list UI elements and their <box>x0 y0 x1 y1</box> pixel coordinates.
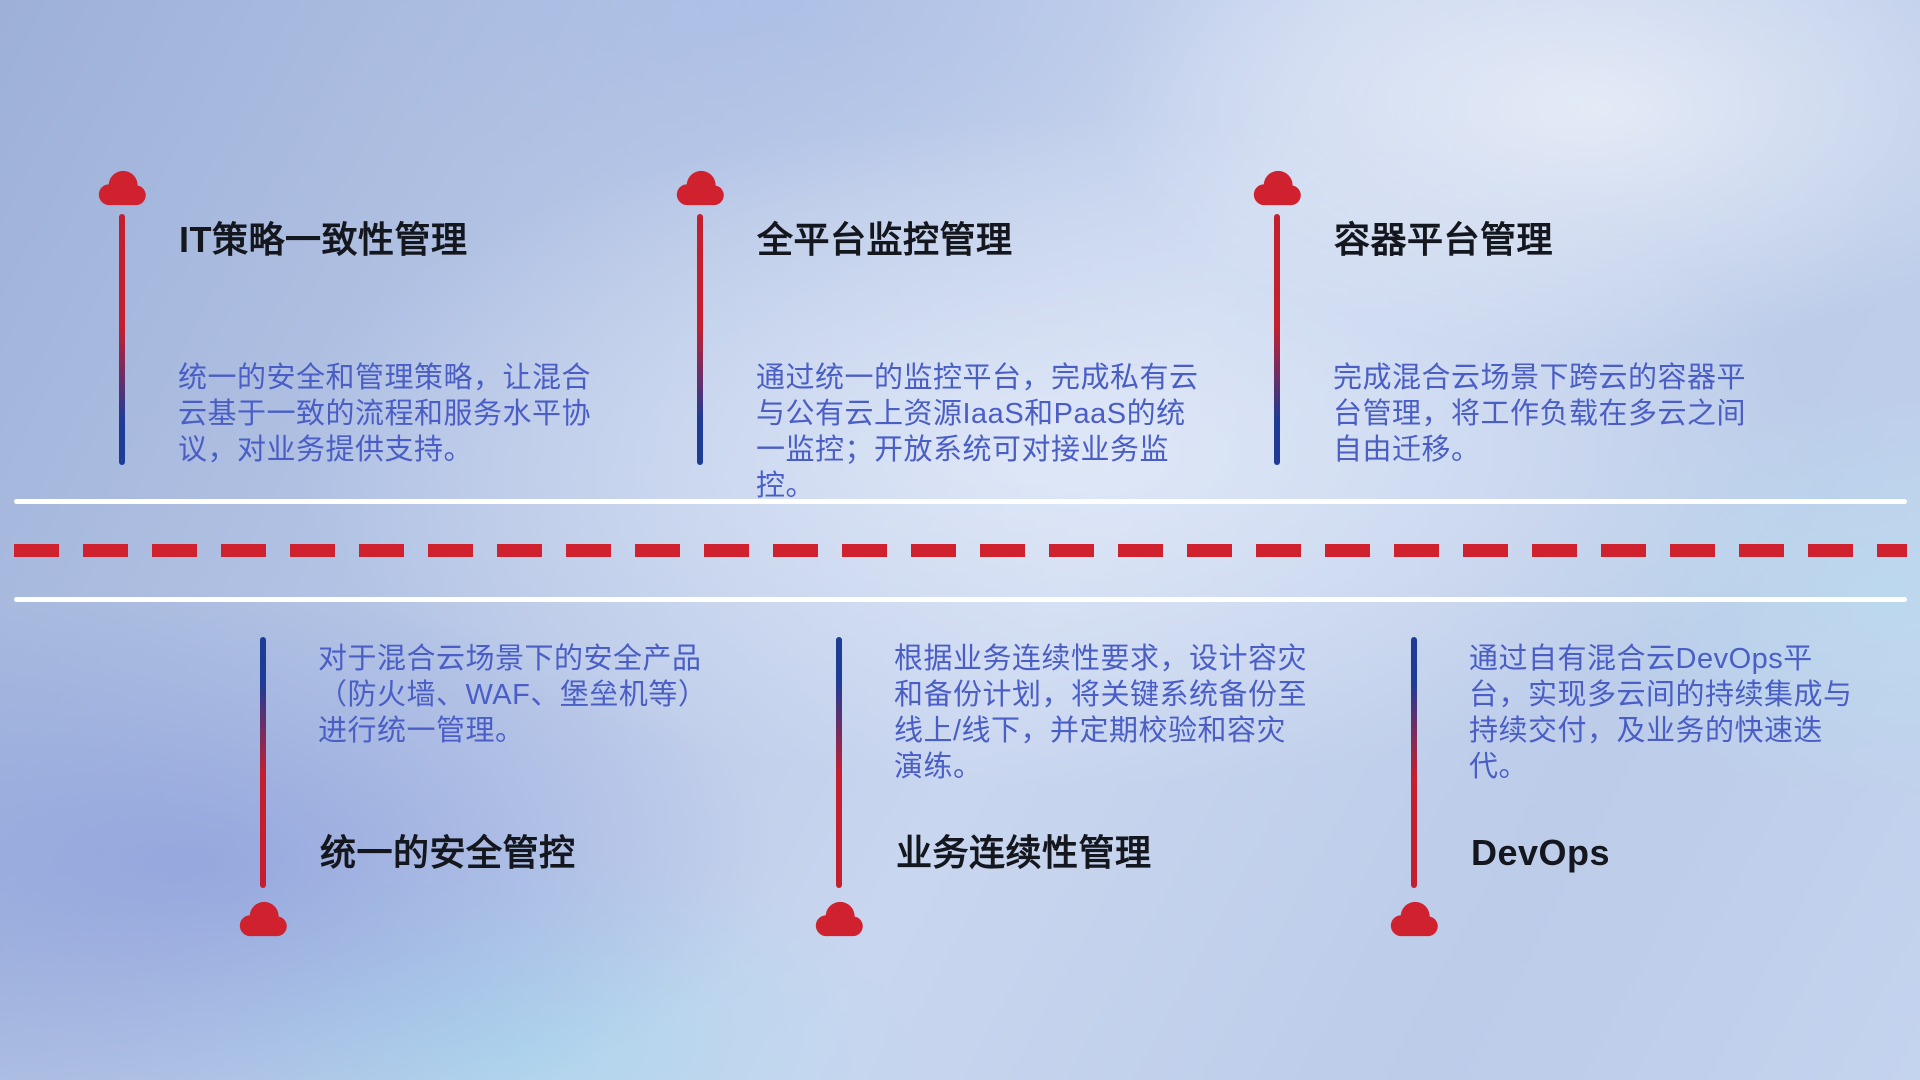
feature-title: DevOps <box>1471 832 1611 873</box>
feature-title: IT策略一致性管理 <box>179 219 468 260</box>
feature-description: 统一的安全和管理策略，让混合云基于一致的流程和服务水平协议，对业务提供支持。 <box>178 362 592 466</box>
cloud-icon <box>234 899 292 940</box>
timeline-connector-line <box>1274 214 1280 465</box>
timeline-connector-line <box>1411 637 1417 888</box>
feature-description: 完成混合云场景下跨云的容器平台管理，将工作负载在多云之间自由迁移。 <box>1333 362 1747 466</box>
cloud-icon <box>1248 168 1306 209</box>
cloud-icon <box>810 899 868 940</box>
cloud-icon <box>671 168 729 209</box>
timeline-connector-line <box>697 214 703 465</box>
feature-title: 容器平台管理 <box>1334 219 1554 260</box>
feature-title: 统一的安全管控 <box>320 832 576 873</box>
timeline-connector-line <box>836 637 842 888</box>
divider-line-upper <box>14 499 1907 504</box>
divider-line-lower <box>14 597 1907 602</box>
feature-description: 通过自有混合云DevOps平台，实现多云间的持续集成与持续交付，及业务的快速迭代… <box>1469 643 1853 783</box>
feature-description: 根据业务连续性要求，设计容灾和备份计划，将关键系统备份至线上/线下，并定期校验和… <box>894 643 1308 783</box>
feature-title: 全平台监控管理 <box>757 219 1013 260</box>
divider-dashed-line <box>14 544 1907 557</box>
cloud-icon <box>1385 899 1443 940</box>
timeline-connector-line <box>119 214 125 465</box>
feature-title: 业务连续性管理 <box>896 832 1152 873</box>
timeline-connector-line <box>260 637 266 888</box>
feature-description: 通过统一的监控平台，完成私有云与公有云上资源IaaS和PaaS的统一监控；开放系… <box>756 362 1199 502</box>
feature-description: 对于混合云场景下的安全产品（防火墙、WAF、堡垒机等）进行统一管理。 <box>318 643 708 747</box>
cloud-icon <box>93 168 151 209</box>
